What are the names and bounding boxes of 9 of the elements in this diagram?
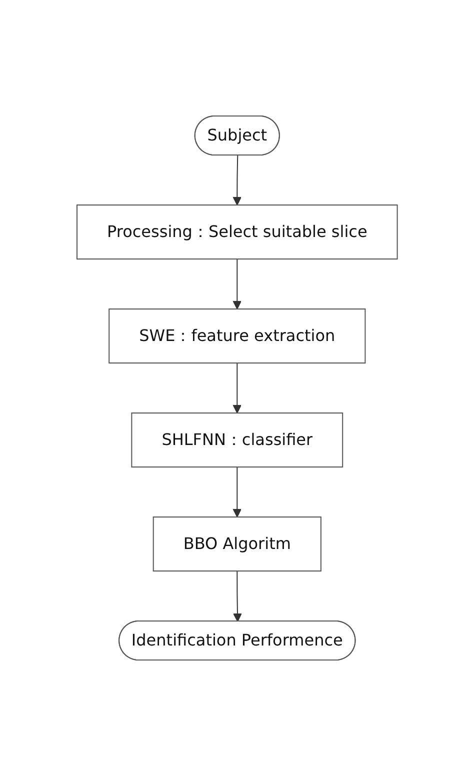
arrow xyxy=(233,466,242,518)
node-box: SWE：feature extraction xyxy=(108,308,366,364)
node-box: SHLFNN：classifier xyxy=(132,412,344,468)
arrow xyxy=(233,362,242,414)
arrow xyxy=(233,258,242,310)
arrow xyxy=(233,155,242,206)
arrow xyxy=(233,570,242,622)
node-box: Processing：Select suitable slice xyxy=(76,204,398,260)
node-box: BBO Algoritm xyxy=(153,516,322,572)
